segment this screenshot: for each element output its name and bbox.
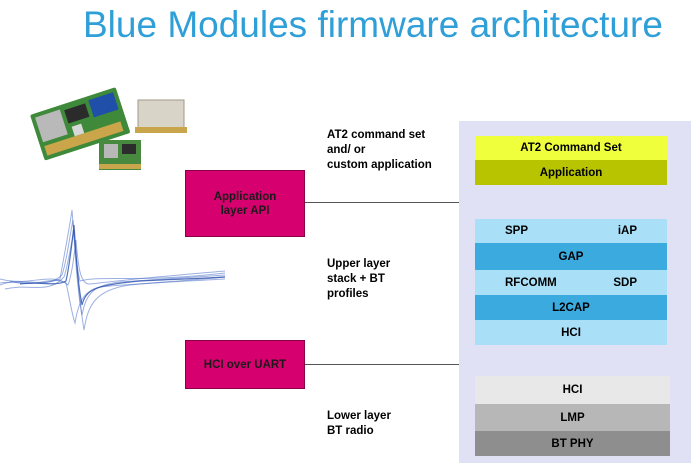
layer-application: Application	[475, 160, 667, 185]
waveform-graphic	[0, 209, 226, 331]
layer-bt-phy: BT PHY	[475, 431, 670, 456]
layer-l2cap: L2CAP	[475, 295, 667, 320]
layer-hci-lower: HCI	[475, 376, 670, 404]
page-title: Blue Modules firmware architecture	[83, 4, 663, 45]
module-shield	[135, 99, 187, 133]
layer-rfcomm-sdp: RFCOMM SDP	[475, 270, 667, 295]
layer-sdp: SDP	[613, 276, 637, 289]
label-upper-layer: Upper layer stack + BT profiles	[327, 258, 391, 300]
layer-hci-upper: HCI	[475, 320, 667, 345]
layer-rfcomm: RFCOMM	[505, 276, 557, 289]
layer-gap: GAP	[475, 243, 667, 270]
layer-lmp: LMP	[475, 404, 670, 431]
modules-photo	[30, 87, 187, 170]
application-layer-api-box: Application layer API	[185, 170, 305, 237]
module-large	[30, 87, 130, 161]
hci-over-uart-box: HCI over UART	[185, 340, 305, 389]
label-lower-layer: Lower layer BT radio	[327, 410, 391, 437]
layer-spp-iap: SPP iAP	[475, 219, 667, 243]
layer-iap: iAP	[617, 225, 637, 237]
module-small	[99, 140, 141, 170]
layer-at2-command-set: AT2 Command Set	[475, 136, 667, 160]
layer-spp: SPP	[505, 225, 529, 237]
label-at2-command-set: AT2 command set and/ or custom applicati…	[327, 129, 432, 171]
